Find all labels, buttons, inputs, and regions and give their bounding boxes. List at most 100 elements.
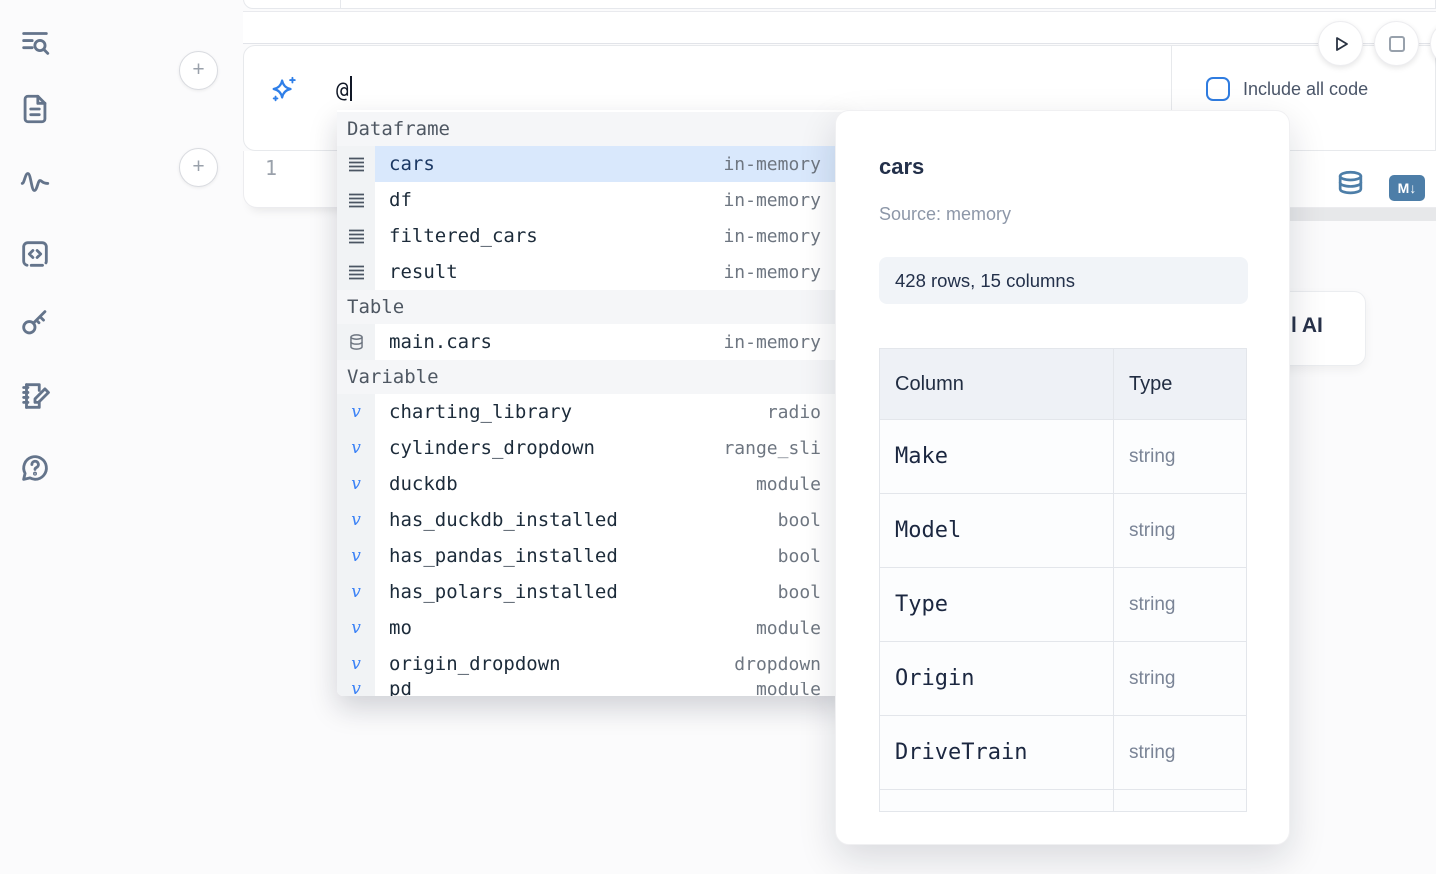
markdown-convert-button[interactable]: M↓ [1389,175,1425,201]
item-type: in-memory [723,153,821,175]
sparkles-icon [269,74,299,104]
column-name-cell: Origin [879,641,1114,716]
notebook-pencil-icon[interactable] [18,379,52,413]
ai-prompt-input[interactable]: @ [336,76,352,106]
autocomplete-item-has_polars_installed[interactable]: v has_polars_installed bool [337,574,847,610]
variable-icon: v [337,646,375,682]
previous-cell-output-fragment [243,11,1436,44]
autocomplete-item-cylinders_dropdown[interactable]: v cylinders_dropdown range_sli [337,430,847,466]
item-type: module [755,682,821,696]
rows-icon [337,182,375,218]
item-name: has_polars_installed [389,581,618,603]
rows-icon [337,218,375,254]
variable-icon: v [337,394,375,430]
add-cell-button-top[interactable]: + [179,51,218,90]
item-name: duckdb [389,473,458,495]
item-type: in-memory [723,331,821,353]
rows-icon [337,146,375,182]
ai-prompt-value: @ [336,78,349,102]
column-name-cell: Type [879,567,1114,642]
variable-icon: v [337,502,375,538]
item-name: cylinders_dropdown [389,437,595,459]
help-chat-icon[interactable] [18,451,52,485]
autocomplete-item-has_duckdb_installed[interactable]: v has_duckdb_installed bool [337,502,847,538]
variable-icon: v [337,574,375,610]
item-name: has_duckdb_installed [389,509,618,531]
activity-icon[interactable] [18,165,52,199]
divider [340,0,341,8]
database-icon[interactable] [1335,169,1366,205]
stop-icon [1388,35,1405,52]
item-name: df [389,189,412,211]
code-snippet-icon[interactable] [18,237,52,271]
sidebar [0,0,72,874]
divider [1171,46,1172,150]
item-type: in-memory [723,225,821,247]
autocomplete-item-result[interactable]: result in-memory [337,254,847,290]
autocomplete-section-header: Dataframe [337,112,847,146]
item-name: has_pandas_installed [389,545,618,567]
database-icon [337,324,375,360]
autocomplete-item-main.cars[interactable]: main.cars in-memory [337,324,847,360]
item-name: pd [389,682,412,696]
key-icon[interactable] [18,306,52,340]
column-type-cell: string [1113,567,1247,642]
autocomplete-section-header: Variable [337,360,847,394]
item-type: module [755,473,821,495]
line-number: 1 [265,156,278,180]
item-type: in-memory [723,261,821,283]
stop-button[interactable] [1374,21,1419,66]
item-type: bool [777,509,821,531]
column-type-cell: string [1113,493,1247,568]
column-type-cell: string [1113,419,1247,494]
item-name: filtered_cars [389,225,538,247]
item-name: main.cars [389,331,492,353]
column-name-cell: Make [879,419,1114,494]
item-name: charting_library [389,401,573,423]
preview-title: cars [879,154,925,179]
list-search-icon[interactable] [18,25,52,59]
run-cell-button[interactable] [1318,21,1363,66]
variable-icon: v [337,682,375,696]
include-all-code-checkbox[interactable] [1206,77,1230,101]
item-type: radio [766,401,821,423]
ai-card-label: l AI [1291,314,1323,337]
file-text-icon[interactable] [18,92,52,126]
item-type: range_sli [723,437,821,459]
autocomplete-item-charting_library[interactable]: v charting_library radio [337,394,847,430]
variable-icon: v [337,430,375,466]
column-name-cell: Model [879,493,1114,568]
autocomplete-item-has_pandas_installed[interactable]: v has_pandas_installed bool [337,538,847,574]
column-type-cell: string [1113,641,1247,716]
item-type: bool [777,581,821,603]
preview-shape-badge: 428 rows, 15 columns [879,257,1248,304]
type-header: Type [1113,348,1247,420]
add-cell-button-bottom[interactable]: + [179,148,218,187]
previous-cell-fragment [243,0,1436,9]
column-name-cell: DriveTrain [879,715,1114,790]
variable-icon: v [337,538,375,574]
item-name: result [389,261,458,283]
item-type: bool [777,545,821,567]
variable-icon: v [337,466,375,502]
include-all-code-label: Include all code [1243,79,1369,99]
dataframe-preview-panel: cars Source: memory 428 rows, 15 columns… [835,110,1290,845]
item-type: module [755,617,821,639]
play-icon [1335,36,1348,51]
rows-icon [337,254,375,290]
autocomplete-item-filtered_cars[interactable]: filtered_cars in-memory [337,218,847,254]
variable-icon: v [337,610,375,646]
item-name: mo [389,617,412,639]
